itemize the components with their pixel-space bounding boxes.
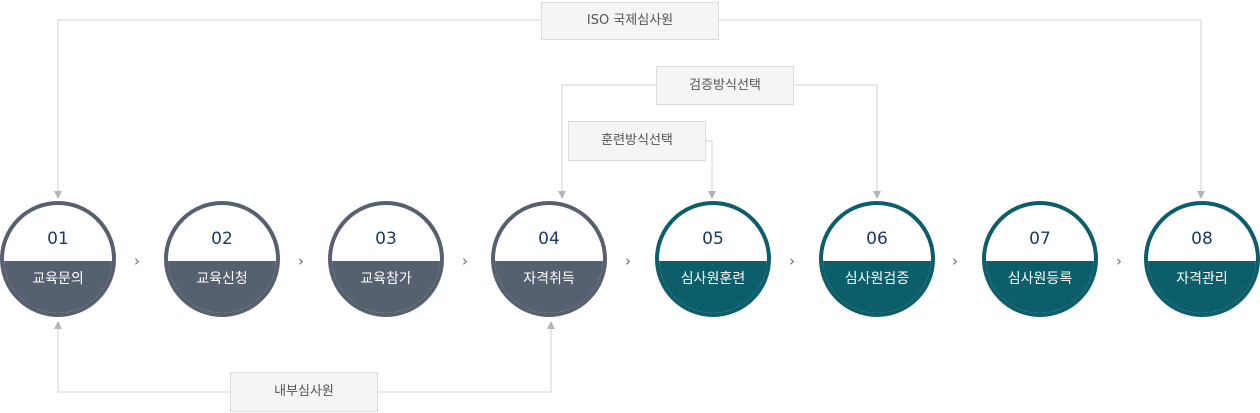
- step-number: 07: [1029, 229, 1051, 249]
- chevron-right-icon: ›: [625, 252, 631, 270]
- step-label: 심사원검증: [823, 261, 931, 313]
- step-01-circle: 01 교육문의: [0, 201, 116, 317]
- step-03-circle: 03 교육참가: [328, 201, 444, 317]
- step-number: 04: [538, 229, 560, 249]
- step-label: 교육문의: [4, 261, 112, 313]
- step-number: 05: [702, 229, 724, 249]
- iso-auditor-label-box: ISO 국제심사원: [541, 2, 719, 40]
- chevron-right-icon: ›: [298, 252, 304, 270]
- internal-route-line-right: [378, 321, 555, 393]
- training-route-line: [706, 140, 716, 199]
- verify-route-line: [558, 84, 656, 199]
- iso-route-line-right: [719, 19, 1205, 199]
- step-label: 자격관리: [1148, 261, 1256, 313]
- step-number: 01: [47, 229, 69, 249]
- step-number: 03: [375, 229, 397, 249]
- verify-route-line-right: [794, 84, 881, 199]
- step-number: 02: [211, 229, 233, 249]
- step-number: 06: [866, 229, 888, 249]
- step-label: 심사원등록: [986, 261, 1094, 313]
- step-06-circle: 06 심사원검증: [819, 201, 935, 317]
- training-method-label-box: 훈련방식선택: [568, 121, 706, 161]
- step-label: 교육신청: [168, 261, 276, 313]
- step-label: 교육참가: [332, 261, 440, 313]
- internal-route-line: [54, 321, 230, 393]
- chevron-right-icon: ›: [462, 252, 468, 270]
- step-number: 08: [1191, 229, 1213, 249]
- chevron-right-icon: ›: [952, 252, 958, 270]
- step-label: 자격취득: [495, 261, 603, 313]
- step-08-circle: 08 자격관리: [1144, 201, 1260, 317]
- chevron-right-icon: ›: [789, 252, 795, 270]
- step-02-circle: 02 교육신청: [164, 201, 280, 317]
- step-05-circle: 05 심사원훈련: [655, 201, 771, 317]
- internal-auditor-label-box: 내부심사원: [230, 372, 378, 412]
- iso-route-line: [54, 19, 541, 199]
- chevron-right-icon: ›: [1116, 252, 1122, 270]
- step-label: 심사원훈련: [659, 261, 767, 313]
- step-07-circle: 07 심사원등록: [982, 201, 1098, 317]
- step-04-circle: 04 자격취득: [491, 201, 607, 317]
- verification-method-label-box: 검증방식선택: [656, 66, 794, 105]
- chevron-right-icon: ›: [134, 252, 140, 270]
